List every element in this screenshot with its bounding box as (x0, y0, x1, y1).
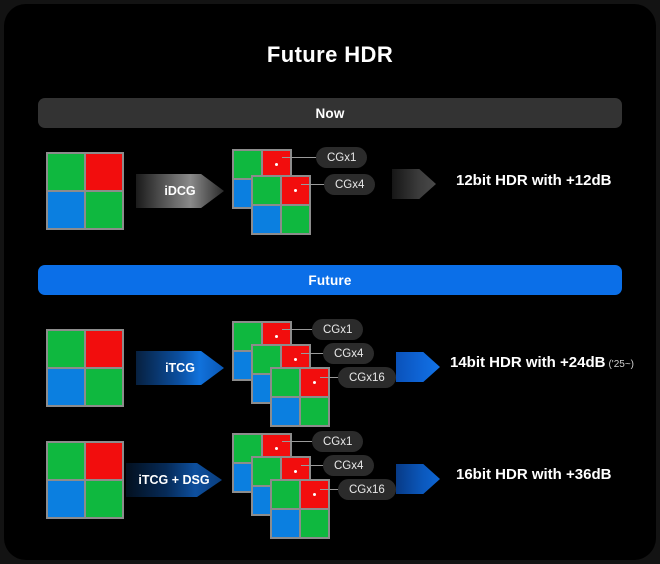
cg-pill-cgx1: CGx1 (312, 319, 364, 340)
bayer-cell-green-tl (272, 481, 299, 508)
process-arrow-itcg: iTCG (136, 351, 224, 385)
process-arrow-idcg: iDCG (136, 174, 224, 208)
bayer-cell-blue-bl (272, 510, 299, 537)
result-value: 12bit HDR with +12dB (456, 172, 612, 189)
bayer-cell-green-br (301, 398, 328, 425)
cg-pill-label: CGx4 (334, 347, 364, 360)
cg-pill-label: CGx1 (327, 151, 357, 164)
bayer-cell-green-br (282, 206, 309, 233)
cg-pill-label: CGx16 (349, 371, 385, 384)
gain-dot (294, 189, 297, 192)
pill-leader-line (282, 329, 314, 330)
bayer-cell-green-br (301, 510, 328, 537)
cg-pill-cgx4: CGx4 (323, 455, 375, 476)
result-text-future-2: 16bit HDR with +36dB (456, 466, 614, 483)
pill-leader-line (282, 441, 314, 442)
bayer-cell-blue-bl (48, 369, 84, 405)
cg-quad-2 (251, 175, 311, 235)
cg-pill-cgx16: CGx16 (338, 367, 396, 388)
row-future-itcg-dsg: iTCG + DSG CGx1 CGx4 (4, 428, 656, 539)
cg-pill-label: CGx4 (334, 459, 364, 472)
gain-dot (294, 470, 297, 473)
result-text-now: 12bit HDR with +12dB (456, 172, 614, 189)
bayer-cell-green-br (86, 192, 122, 228)
section-banner-now-label: Now (315, 105, 345, 121)
bayer-cell-blue-bl (48, 192, 84, 228)
bayer-cell-green-tl (234, 151, 261, 178)
bayer-cell-blue-bl (272, 398, 299, 425)
source-bayer-quad (46, 441, 124, 519)
gain-dot (275, 447, 278, 450)
bayer-cell-red-tr (301, 481, 328, 508)
bayer-cell-green-tl (253, 177, 280, 204)
cg-pill-cgx4: CGx4 (323, 343, 375, 364)
section-banner-future: Future (38, 265, 622, 295)
bayer-cell-green-br (86, 369, 122, 405)
bayer-cell-blue-bl (48, 481, 84, 517)
pill-leader-line (282, 157, 318, 158)
result-text-future-1: 14bit HDR with +24dB('25~) (450, 354, 634, 371)
result-note: ('25~) (608, 359, 634, 370)
pill-leader-line (301, 353, 325, 354)
bayer-cell-red-tr (86, 331, 122, 367)
pill-leader-line (301, 465, 325, 466)
process-arrow-label: iTCG + DSG (138, 473, 210, 487)
section-banner-future-label: Future (308, 272, 352, 288)
process-arrow-itcg-dsg: iTCG + DSG (126, 463, 222, 497)
result-arrow-future-2 (396, 464, 440, 494)
process-arrow-label: iTCG (165, 361, 195, 375)
page-title: Future HDR (266, 42, 394, 67)
bayer-cell-red-tr (86, 443, 122, 479)
cg-pill-cgx16: CGx16 (338, 479, 396, 500)
gain-dot (313, 381, 316, 384)
bayer-cell-red-tr (301, 369, 328, 396)
cg-quad-3 (270, 367, 330, 427)
cg-quad-3 (270, 479, 330, 539)
bayer-cell-green-tl (48, 443, 84, 479)
cg-pill-label: CGx1 (323, 323, 353, 336)
cg-pill-cgx4: CGx4 (324, 174, 376, 195)
result-arrow-now (392, 169, 436, 199)
source-bayer-quad (46, 329, 124, 407)
bayer-cell-red-tr (282, 177, 309, 204)
bayer-cell-green-tl (48, 154, 84, 190)
pill-leader-line (320, 489, 340, 490)
section-banner-now: Now (38, 98, 622, 128)
gain-dot (275, 335, 278, 338)
cg-pill-cgx1: CGx1 (316, 147, 368, 168)
cg-pill-label: CGx1 (323, 435, 353, 448)
result-value: 16bit HDR with +36dB (456, 466, 612, 483)
source-bayer-quad (46, 152, 124, 230)
bayer-cell-green-tl (48, 331, 84, 367)
gain-dot (313, 493, 316, 496)
pill-leader-line (320, 377, 340, 378)
bayer-cell-red-tr (263, 151, 290, 178)
bayer-cell-red-tr (86, 154, 122, 190)
row-future-itcg: iTCG CGx1 CGx4 CGx1 (4, 316, 656, 427)
gain-dot (294, 358, 297, 361)
cg-pill-cgx1: CGx1 (312, 431, 364, 452)
gain-dot (275, 163, 278, 166)
cg-pill-label: CGx16 (349, 483, 385, 496)
pill-leader-line (301, 184, 326, 185)
process-arrow-label: iDCG (164, 184, 196, 198)
row-now: iDCG CGx1 CGx4 12bit HDR with +12dB (4, 144, 656, 244)
bayer-cell-green-tl (272, 369, 299, 396)
result-value: 14bit HDR with +24dB (450, 354, 606, 371)
hdr-roadmap-card: Future HDR Now iDCG (4, 4, 656, 560)
bayer-cell-blue-bl (253, 206, 280, 233)
result-arrow-future-1 (396, 352, 440, 382)
bayer-cell-green-br (86, 481, 122, 517)
cg-pill-label: CGx4 (335, 178, 365, 191)
